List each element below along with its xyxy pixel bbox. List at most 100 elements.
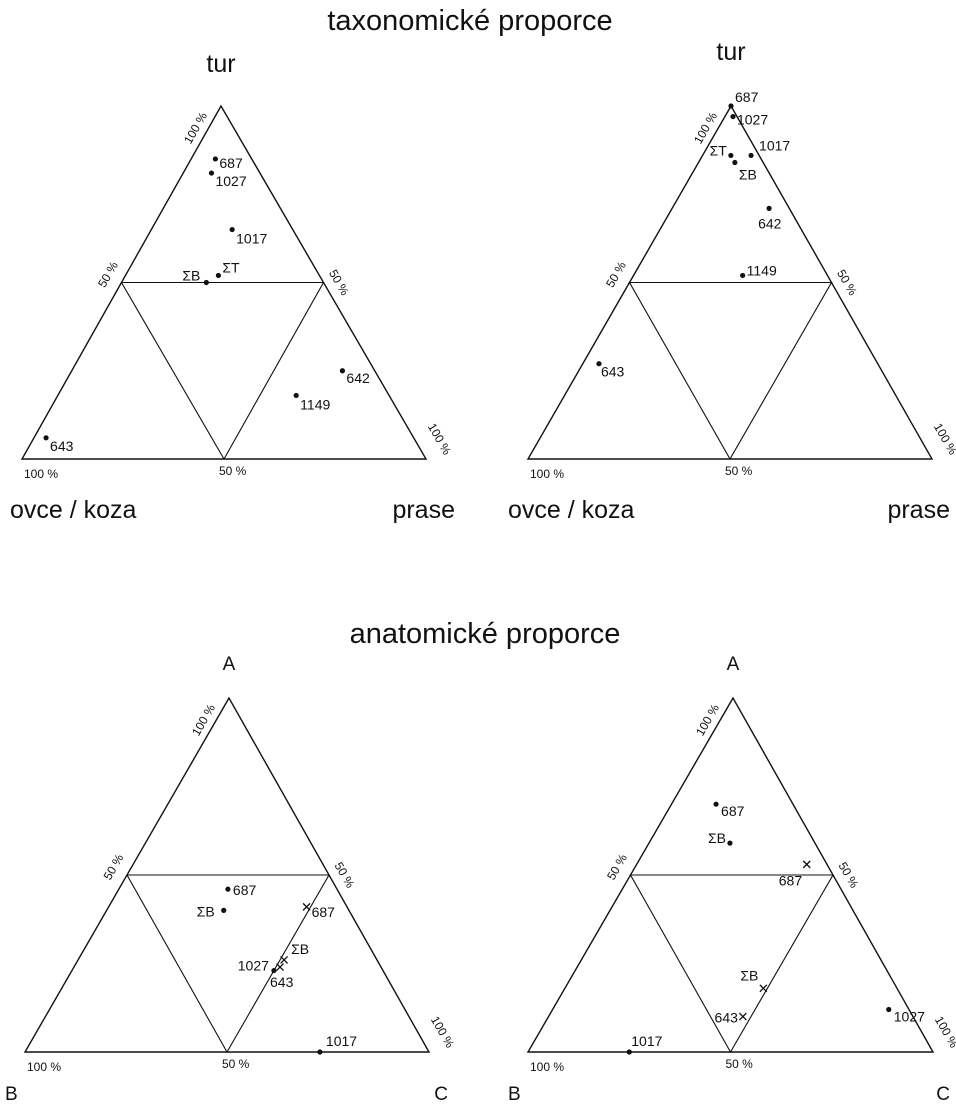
data-point-cross [302,902,311,911]
vertex-label-left: ovce / koza [10,496,137,524]
data-point-label: ΣB [182,268,200,284]
vertex-label-left: B [5,1084,18,1105]
data-point-label: ΣB [739,166,757,182]
data-point-label: 1017 [631,1033,662,1049]
tick-label-bottom-mid: 50 % [725,464,753,478]
data-point-dot [225,886,231,892]
section-title-anatomic: anatomické proporce [350,618,621,650]
data-point-label: 642 [346,370,370,386]
tick-label-right: 100 % [425,421,454,458]
data-point-dot [43,435,49,441]
data-point-dot [212,156,218,162]
data-point-label: 687 [735,89,759,105]
data-point-dot [293,392,299,399]
data-point-dot [727,840,733,846]
data-point-label: 1027 [238,958,269,974]
data-point-label: 1017 [759,137,790,153]
tick-label-top: 100 % [181,109,210,146]
data-point-dot [229,226,235,233]
data-point-label: 687 [779,872,803,888]
tick-label-left: 100 % [27,1060,61,1074]
data-point-dot [732,159,738,166]
data-point-label: 687 [721,803,745,819]
vertex-label-top: tur [716,38,745,66]
tick-label-left: 100 % [530,467,564,481]
tick-label-bottom-mid: 50 % [219,464,247,478]
tick-label-top: 100 % [189,701,218,738]
vertex-label-top: tur [206,50,235,78]
data-point-dot [886,1006,892,1013]
data-point-label: 1027 [737,112,768,128]
data-point-dot [208,170,215,176]
tick-label-right: 100 % [428,1014,457,1051]
data-point-label: 687 [219,155,243,171]
data-point-dot [271,967,277,974]
data-point-cross [759,984,768,993]
data-point-label: 643 [601,364,625,380]
data-point-label: 1027 [894,1009,925,1025]
ternary-chart-taxonomic-right: tur ovce / koza prase 100 % 50 % 50 % 100 % 100… [508,38,956,524]
vertex-label-right: prase [392,496,455,524]
data-point-dot [728,103,734,109]
inner-50-percent-triangle [126,874,330,1054]
data-point-dot [317,1049,323,1055]
data-point-dot [766,205,772,211]
tick-label-top: 100 % [691,109,720,146]
data-point-cross [276,963,284,971]
data-point-cross [802,860,811,869]
inner-50-percent-triangle [628,281,833,461]
data-point-label: 1017 [326,1033,357,1049]
ternary-chart-taxonomic-left: tur ovce / koza prase 100 % 50 % 50 % 100 % 100… [10,50,455,524]
tick-label-right: 100 % [932,1014,956,1051]
data-point-cross [280,956,289,964]
data-point-dot [748,152,754,159]
data-point-dot [740,272,746,279]
tick-label-bottom-mid: 50 % [726,1057,754,1071]
vertex-label-left: B [508,1084,521,1105]
vertex-label-left: ovce / koza [508,496,635,524]
vertex-label-right: prase [887,496,950,524]
tick-label-right: 100 % [931,421,956,458]
data-point-label: 687 [233,882,257,898]
data-point-label: ΣB [708,830,726,846]
data-point-label: ΣB [291,941,309,957]
data-point-cross [738,1012,747,1021]
data-point-dot [339,368,346,374]
vertex-label-top: A [223,654,236,675]
data-point-label: ΣT [222,259,240,275]
data-point-label: 643 [50,438,74,454]
inner-50-percent-triangle [629,874,834,1054]
tick-label-bottom-mid: 50 % [222,1057,250,1071]
tick-label-left: 100 % [24,467,58,481]
data-point-label: 1027 [215,173,246,189]
data-point-label: ΣB [740,967,758,983]
vertex-label-right: C [936,1084,950,1105]
tick-label-left-mid: 50 % [604,851,630,882]
data-point-dot [221,907,227,914]
data-point-dot [215,272,221,279]
data-point-label: 1149 [747,262,777,278]
data-point-dot [713,801,719,807]
data-point-label: 1149 [300,396,330,412]
vertex-label-top: A [727,654,740,675]
tick-label-left: 100 % [530,1060,564,1074]
data-point-label: 1017 [236,231,267,247]
data-point-label: 642 [758,215,782,231]
data-point-label: 643 [715,1010,739,1026]
tick-label-left-mid: 50 % [101,851,127,882]
data-point-dot [203,279,209,286]
vertex-label-right: C [434,1084,448,1105]
tick-label-top: 100 % [693,701,722,738]
data-point-dot [728,152,734,159]
data-point-label: 687 [312,904,336,920]
data-point-label: 643 [270,974,294,990]
data-point-dot [626,1049,632,1055]
tick-label-left-mid: 50 % [603,259,629,290]
inner-50-percent-triangle [120,281,325,461]
data-point-dot [730,113,736,120]
data-point-dot [596,361,602,367]
tick-label-left-mid: 50 % [95,259,121,290]
